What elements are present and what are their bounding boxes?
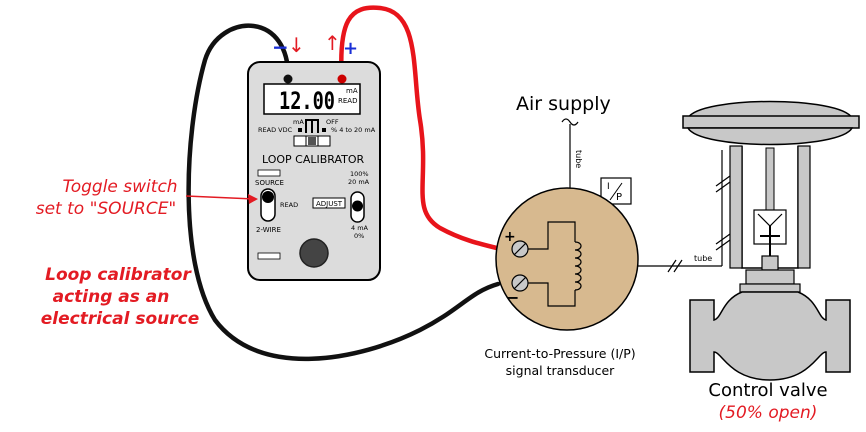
mode-ma-label: mA: [293, 118, 304, 126]
source-annotation-line1: Loop calibrator: [45, 265, 192, 285]
transducer-caption-line2: signal transducer: [506, 363, 616, 378]
two-wire-label: 2-WIRE: [256, 226, 281, 234]
toggle-annotation-arrow: [185, 195, 255, 200]
read-label: READ: [280, 201, 298, 209]
mode-off-label: OFF: [326, 118, 339, 126]
valve-actuator-top: [686, 100, 854, 119]
ip-symbol-p: P: [616, 192, 622, 203]
coil-icon: [574, 241, 582, 291]
air-supply-label: Air supply: [516, 93, 611, 115]
range-bottom-label: 0%: [354, 232, 364, 240]
range-top-ma-label: 20 mA: [348, 178, 370, 186]
range-bottom-ma-label: 4 mA: [351, 224, 369, 232]
calibrator-title: LOOP CALIBRATOR: [262, 153, 365, 166]
arrowhead-icon: [248, 194, 258, 204]
control-valve: [682, 100, 860, 381]
calibrator-terminal-negative[interactable]: [283, 74, 293, 84]
neg-terminal-symbol: −: [272, 35, 289, 59]
arrow-up-icon: ↑: [324, 31, 341, 55]
display-value: 12.00: [279, 87, 335, 115]
ip-transducer-body: [495, 187, 639, 331]
toggle-annotation-line2: set to "SOURCE": [36, 199, 177, 219]
black-wire-negative: [186, 23, 501, 361]
toggle-annotation-line1: Toggle switch: [62, 177, 177, 197]
transducer-minus-label: −: [506, 288, 519, 307]
range-top-label: 100%: [350, 170, 369, 178]
transducer-caption-line1: Current-to-Pressure (I/P): [484, 346, 635, 361]
air-supply-squiggle: [561, 118, 579, 126]
pos-terminal-symbol: +: [343, 38, 358, 59]
transducer-plus-label: +: [504, 229, 516, 245]
ip-symbol-i: I: [607, 182, 610, 192]
control-valve-label: Control valve: [708, 380, 827, 401]
calibrator-body: [247, 61, 381, 281]
valve-bonnet-flange: [739, 283, 801, 293]
mode-percent-label: % 4 to 20 mA: [331, 126, 376, 134]
display-mode: READ: [338, 97, 357, 105]
valve-body: [689, 291, 851, 381]
source-label: SOURCE: [255, 179, 284, 187]
red-wire-positive: [339, 5, 508, 253]
valve-actuator-flange: [682, 115, 860, 129]
adjust-knob[interactable]: [299, 238, 329, 268]
tube-supply-label: tube: [574, 150, 583, 168]
control-valve-status: (50% open): [719, 403, 818, 423]
source-annotation-line2: acting as an: [53, 287, 170, 307]
mode-read-vdc-label: READ VDC: [258, 126, 293, 134]
source-annotation-line3: electrical source: [41, 309, 200, 329]
arrow-down-icon: ↓: [288, 33, 305, 57]
valve-stem: [765, 147, 775, 219]
valve-packing: [761, 255, 779, 271]
calibrator-terminal-positive[interactable]: [337, 74, 347, 84]
calibrator-display: [263, 83, 361, 115]
adjust-label: ADJUST: [316, 200, 343, 208]
coil-wiring: [528, 221, 576, 307]
valve-actuator-bottom: [686, 127, 854, 146]
display-unit: mA: [346, 87, 358, 95]
valve-yoke-fill-right: [797, 145, 811, 269]
adjust-button[interactable]: [312, 197, 346, 209]
valve-bonnet: [745, 269, 795, 285]
valve-yoke-fill-left: [729, 145, 743, 269]
loop-calibrator: − ↓ ↑ + 12.00 mA READ mA OFF READ VDC % …: [247, 31, 381, 281]
tube-output-label: tube: [694, 254, 712, 263]
